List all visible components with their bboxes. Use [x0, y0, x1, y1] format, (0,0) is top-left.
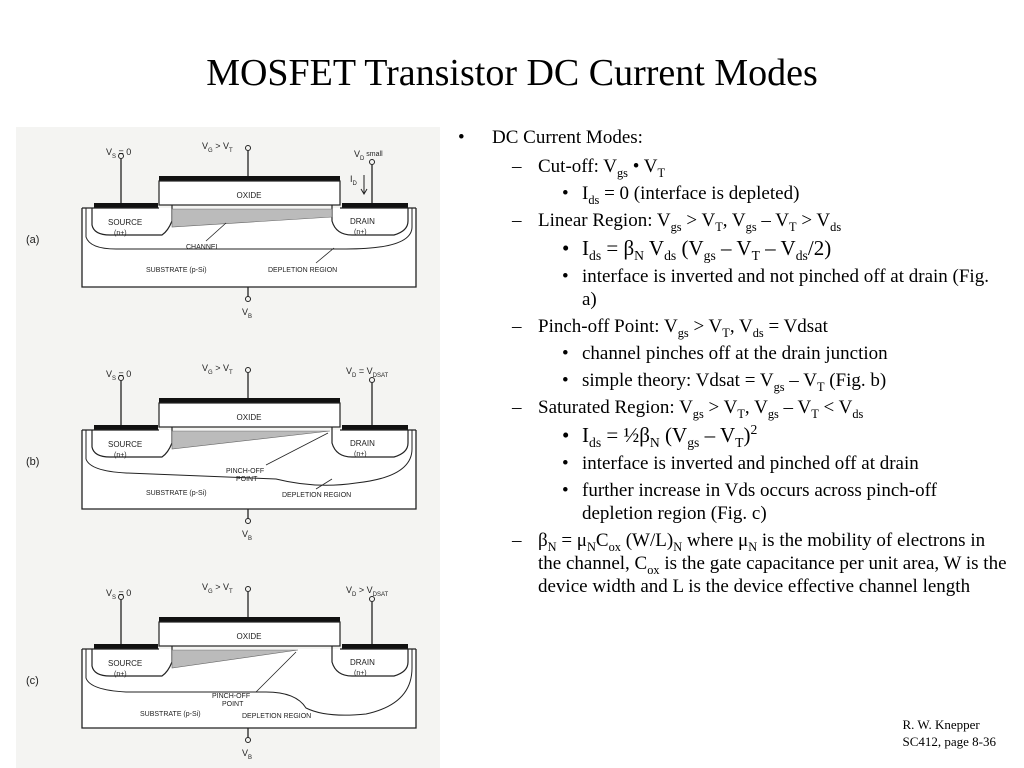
svg-text:SOURCE: SOURCE: [108, 440, 142, 449]
svg-text:PINCH-OFF: PINCH-OFF: [226, 468, 264, 475]
svg-text:SOURCE: SOURCE: [108, 659, 142, 668]
footer-author: R. W. Knepper: [902, 717, 980, 732]
svg-text:(n+): (n+): [114, 671, 127, 678]
svg-text:OXIDE: OXIDE: [237, 191, 262, 200]
bullet-cutoff-current: •Ids = 0 (interface is depleted): [562, 183, 800, 207]
bullet-saturated-note2: •further increase in Vds occurs across p…: [562, 480, 937, 524]
svg-text:SUBSTRATE (p-Si): SUBSTRATE (p-Si): [146, 267, 207, 274]
bullet-linear-note: •interface is inverted and not pinched o…: [562, 266, 989, 310]
svg-text:VB: VB: [242, 307, 252, 320]
bullet-saturated-note1: •interface is inverted and pinched off a…: [562, 453, 919, 474]
bullet-linear-equation: •Ids = βN Vds (Vgs – VT – Vds/2): [562, 236, 832, 264]
figure-b: (b) VS = 0 VG > VT VD = VDSAT OXIDE SOUR…: [26, 363, 417, 542]
svg-text:VG > VT: VG > VT: [202, 582, 233, 595]
svg-text:(n+): (n+): [114, 230, 127, 237]
svg-text:VB: VB: [242, 748, 252, 761]
svg-text:VS = 0: VS = 0: [106, 147, 131, 160]
svg-text:(n+): (n+): [354, 670, 367, 677]
bullet-pinch-off: –Pinch-off Point: Vgs > VT, Vds = Vdsat: [512, 316, 828, 340]
svg-text:POINT: POINT: [222, 701, 244, 708]
svg-text:(n+): (n+): [114, 452, 127, 459]
svg-text:VS = 0: VS = 0: [106, 588, 131, 601]
svg-text:(n+): (n+): [354, 451, 367, 458]
slide-footer: R. W. Knepper SC412, page 8-36: [902, 716, 996, 750]
bullet-linear-region: –Linear Region: Vgs > VT, Vgs – VT > Vds: [512, 210, 842, 234]
svg-text:OXIDE: OXIDE: [237, 632, 262, 641]
bullet-cutoff: –Cut-off: Vgs • VT: [512, 156, 666, 180]
figure-c: (c) VS = 0 VG > VT VD > VDSAT OXIDE SOUR…: [26, 582, 417, 761]
svg-text:SUBSTRATE (p-Si): SUBSTRATE (p-Si): [140, 711, 201, 718]
figure-a: (a) VS = 0 VG > VT VD small ID OXIDE: [26, 141, 417, 320]
bullet-pinch-note1: •channel pinches off at the drain juncti…: [562, 343, 888, 364]
svg-text:DRAIN: DRAIN: [350, 217, 375, 226]
bullet-list: •DC Current Modes: –Cut-off: Vgs • VT •I…: [448, 126, 1008, 602]
footer-page: SC412, page 8-36: [902, 734, 996, 749]
svg-text:PINCH-OFF: PINCH-OFF: [212, 693, 250, 700]
mosfet-diagrams: (a) VS = 0 VG > VT VD small ID OXIDE: [26, 141, 417, 761]
mosfet-diagram-panel: (a) VS = 0 VG > VT VD small ID OXIDE: [16, 127, 440, 768]
svg-text:VD > VDSAT: VD > VDSAT: [346, 585, 389, 598]
svg-text:VD small: VD small: [354, 149, 383, 162]
bullet-beta-definition: –βN = μNCox (W/L)N where μN is the mobil…: [512, 530, 1007, 597]
svg-text:ID: ID: [350, 174, 358, 187]
slide-title: MOSFET Transistor DC Current Modes: [206, 52, 818, 94]
svg-text:OXIDE: OXIDE: [237, 413, 262, 422]
svg-text:SUBSTRATE (p-Si): SUBSTRATE (p-Si): [146, 490, 207, 497]
svg-text:DRAIN: DRAIN: [350, 439, 375, 448]
bullet-dc-current-modes: •DC Current Modes:: [458, 127, 643, 148]
svg-text:(n+): (n+): [354, 229, 367, 236]
svg-text:VD = VDSAT: VD = VDSAT: [346, 366, 389, 379]
svg-text:DEPLETION REGION: DEPLETION REGION: [282, 492, 351, 499]
figure-b-label: (b): [26, 456, 39, 468]
svg-text:VG > VT: VG > VT: [202, 363, 233, 376]
bullet-saturated-region: –Saturated Region: Vgs > VT, Vgs – VT < …: [512, 397, 864, 421]
bullet-pinch-note2: •simple theory: Vdsat = Vgs – VT (Fig. b…: [562, 370, 887, 394]
svg-text:DEPLETION REGION: DEPLETION REGION: [242, 713, 311, 720]
svg-text:SOURCE: SOURCE: [108, 218, 142, 227]
svg-text:CHANNEL: CHANNEL: [186, 244, 220, 251]
figure-c-label: (c): [26, 675, 39, 687]
svg-text:DEPLETION REGION: DEPLETION REGION: [268, 267, 337, 274]
svg-text:VB: VB: [242, 529, 252, 542]
svg-text:POINT: POINT: [236, 476, 258, 483]
figure-a-label: (a): [26, 234, 39, 246]
svg-text:VS = 0: VS = 0: [106, 369, 131, 382]
bullet-saturated-equation: •Ids = ½βN (Vgs – VT)2: [562, 422, 758, 451]
svg-text:VG > VT: VG > VT: [202, 141, 233, 154]
svg-text:DRAIN: DRAIN: [350, 658, 375, 667]
